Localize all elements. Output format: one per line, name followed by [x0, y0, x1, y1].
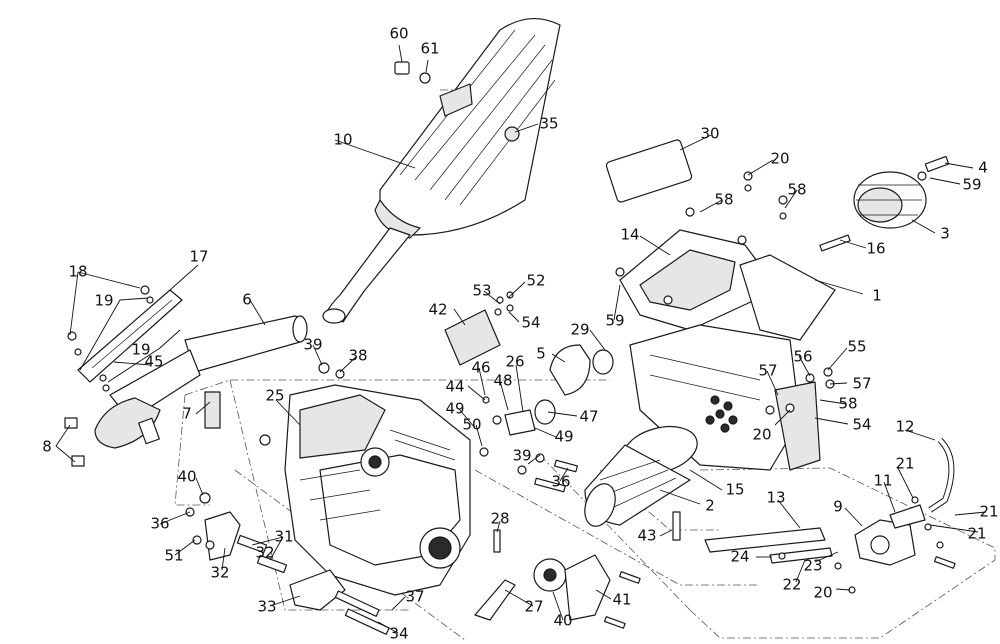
callout-36b: 36 — [150, 515, 169, 533]
callout-61: 60 — [389, 25, 408, 43]
callout-13: 13 — [766, 489, 785, 507]
callout-24: 23 — [803, 557, 822, 575]
callout-60: 59 — [962, 176, 981, 194]
callout-39b: 39 — [512, 447, 531, 465]
callout-31: 30 — [700, 125, 719, 143]
callout-9: 9 — [833, 498, 843, 516]
callout-58c: 58 — [838, 395, 857, 413]
callout-4: 4 — [978, 159, 988, 177]
callout-32a: 31 — [274, 528, 293, 546]
callout-37: 36 — [551, 473, 570, 491]
callout-18: 18 — [68, 263, 87, 281]
callout-62: 61 — [420, 40, 439, 58]
callout-52: 51 — [164, 547, 183, 565]
callout-11: 11 — [873, 472, 892, 490]
callout-59a: 58 — [714, 191, 733, 209]
callout-33: 32 — [210, 564, 229, 582]
callout-19a: 19 — [94, 292, 113, 310]
callout-28: 27 — [524, 598, 543, 616]
callout-36a: 35 — [539, 115, 558, 133]
callout-48: 47 — [579, 408, 598, 426]
callout-29: 28 — [490, 510, 509, 528]
callout-2: 2 — [705, 497, 715, 515]
callout-19b: 19 — [131, 341, 150, 359]
callout-20a: 20 — [752, 426, 771, 444]
callout-50: 49 — [445, 400, 464, 418]
callout-57b: 57 — [852, 375, 871, 393]
callout-23: 22 — [782, 576, 801, 594]
fasteners — [64, 61, 956, 629]
callout-14: 14 — [620, 226, 639, 244]
callout-30: 29 — [570, 321, 589, 339]
callout-54a: 53 — [472, 282, 491, 300]
callout-20b: 20 — [813, 584, 832, 602]
callout-22: 21 — [979, 503, 998, 521]
callout-49b: 49 — [554, 428, 573, 446]
callout-41: 40 — [553, 612, 572, 630]
callout-27: 26 — [505, 353, 524, 371]
callout-59b: 59 — [605, 312, 624, 330]
callout-21a: 20 — [770, 150, 789, 168]
callout-1: 1 — [872, 287, 882, 305]
hoses — [704, 437, 955, 564]
callout-46: 45 — [144, 353, 163, 371]
callout-56: 55 — [847, 338, 866, 356]
intake-boot — [584, 425, 698, 527]
callout-38: 37 — [405, 588, 424, 606]
callout-53: 52 — [526, 272, 545, 290]
callout-55: 54 — [852, 416, 871, 434]
sprocket-group — [474, 511, 681, 621]
callout-43: 42 — [428, 301, 447, 319]
callout-57a: 56 — [793, 348, 812, 366]
throttle-body — [444, 309, 614, 436]
callout-7: 7 — [182, 405, 192, 423]
callout-32b: 32 — [255, 544, 274, 562]
callout-51: 50 — [462, 416, 481, 434]
callout-3: 3 — [940, 225, 950, 243]
callout-54b: 54 — [521, 314, 540, 332]
callout-21c: 21 — [967, 525, 986, 543]
callout-58a: 57 — [758, 362, 777, 380]
callout-5: 5 — [536, 345, 546, 363]
callout-8: 8 — [42, 438, 52, 456]
callout-40b: 40 — [177, 468, 196, 486]
callout-6: 6 — [242, 291, 252, 309]
callout-35: 34 — [389, 625, 408, 643]
callout-21b: 21 — [895, 455, 914, 473]
fuel-pump — [854, 504, 926, 566]
callout-25: 24 — [730, 548, 749, 566]
callout-47: 46 — [471, 359, 490, 377]
callout-45: 44 — [445, 378, 464, 396]
callout-44: 43 — [637, 527, 656, 545]
leader-lines — [55, 44, 987, 634]
callout-16: 16 — [866, 240, 885, 258]
callout-12: 12 — [895, 418, 914, 436]
callout-58b: 58 — [787, 181, 806, 199]
callouts: 1 2 3 4 5 6 7 8 9 10 11 12 13 14 15 16 1… — [42, 25, 998, 643]
engine-brackets — [204, 511, 390, 635]
callout-26: 25 — [265, 387, 284, 405]
callout-40a: 39 — [303, 336, 322, 354]
header-pipe — [77, 289, 308, 449]
callout-34: 33 — [257, 598, 276, 616]
callout-10: 10 — [333, 131, 352, 149]
callout-17: 17 — [189, 248, 208, 266]
callout-49a: 48 — [493, 372, 512, 390]
callout-15: 15 — [725, 481, 744, 499]
air-filter-ring — [853, 171, 927, 229]
callout-39a: 38 — [348, 347, 367, 365]
silencer-assembly — [322, 17, 561, 324]
callout-42: 41 — [612, 591, 631, 609]
engine-block — [284, 384, 471, 596]
